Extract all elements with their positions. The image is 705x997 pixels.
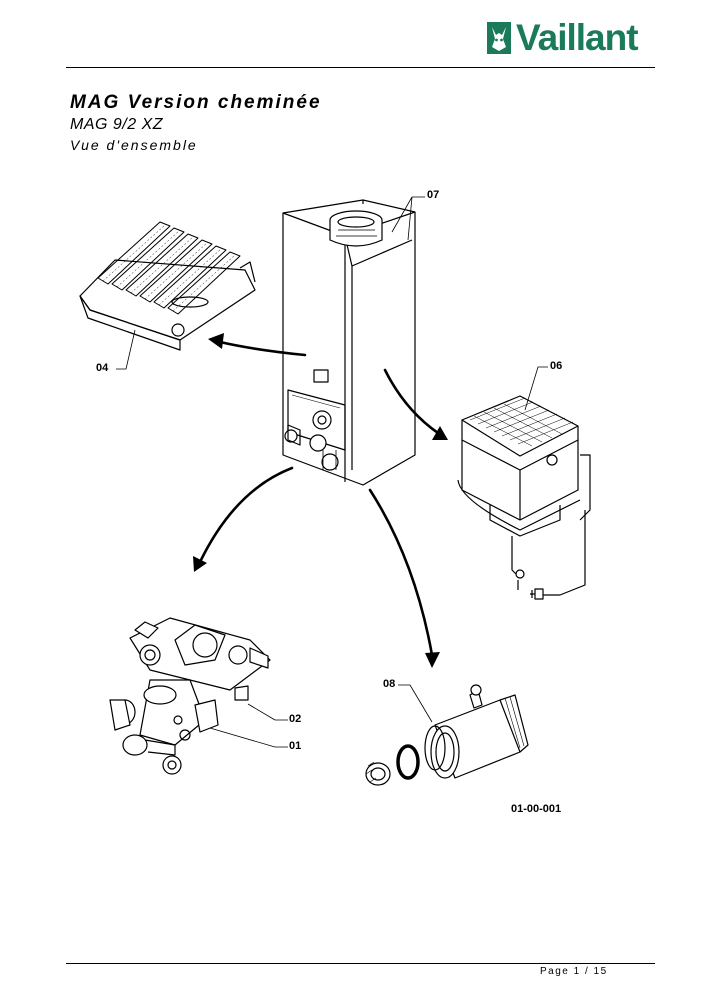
water-connector <box>365 684 529 786</box>
footer-rule <box>66 963 655 964</box>
vaillant-logo: Vaillant <box>486 16 658 60</box>
page-number: Page 1 / 15 <box>540 966 608 977</box>
callout-06: 06 <box>550 360 563 372</box>
hare-emblem-icon <box>487 22 511 54</box>
callout-07: 07 <box>427 189 440 201</box>
header-rule <box>66 67 655 68</box>
callout-04: 04 <box>96 362 109 374</box>
heat-exchanger <box>457 395 591 600</box>
gas-water-valve <box>109 617 271 775</box>
brand-name: Vaillant <box>516 17 639 58</box>
burner-assembly <box>79 221 256 351</box>
model-subtitle: MAG 9/2 XZ <box>70 116 164 133</box>
drawing-reference: 01-00-001 <box>511 803 562 815</box>
heater-casing <box>282 199 416 486</box>
callout-01: 01 <box>289 740 302 752</box>
page-title: MAG Version cheminée <box>70 92 322 113</box>
callout-08: 08 <box>383 678 396 690</box>
callout-02: 02 <box>289 713 302 725</box>
view-label: Vue d'ensemble <box>70 137 198 153</box>
